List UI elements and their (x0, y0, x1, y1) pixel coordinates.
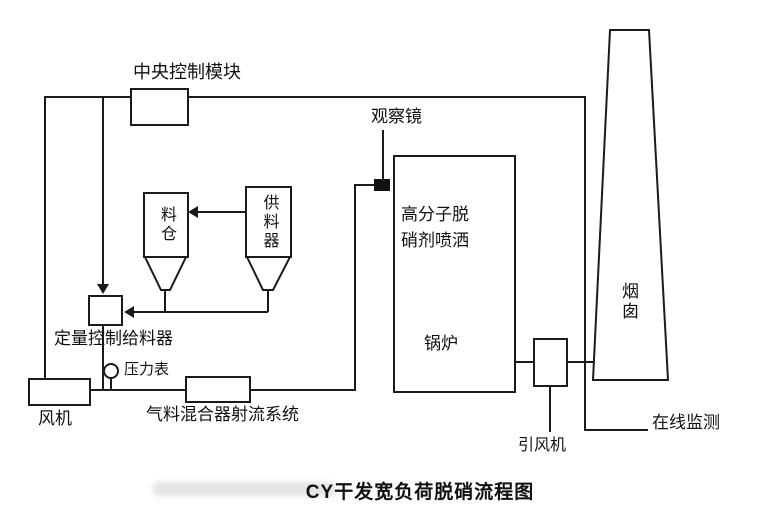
central-control-label: 中央控制模块 (133, 62, 241, 82)
control-to-monitor-line (187, 96, 648, 431)
induced-fan-box (533, 338, 568, 387)
watermark-smudge (152, 482, 337, 496)
observation-mirror-label: 观察镜 (371, 107, 422, 126)
mixer-box (185, 376, 251, 403)
mixer-to-boiler-line (251, 184, 374, 391)
supply-feeder-funnel (245, 256, 292, 291)
silo-funnel (143, 256, 188, 291)
pressure-gauge-dial (103, 363, 119, 379)
boiler-box (393, 155, 516, 393)
arrow-left-quantfeeder (124, 306, 134, 318)
control-to-fan-line (44, 96, 130, 378)
chimney-shape (591, 29, 670, 381)
online-monitoring-label: 在线监测 (652, 413, 720, 432)
arrow-down-quantfeeder (97, 284, 109, 294)
supply-feeder-box: 供料器 (245, 186, 292, 258)
diagram-title: CY干发宽负荷脱硝流程图 (305, 482, 535, 503)
fan-box (28, 378, 91, 406)
boiler-label: 锅炉 (424, 334, 458, 353)
polymer-spray-label: 高分子脱硝剂喷洒 (401, 205, 469, 250)
central-control-box (130, 88, 189, 126)
silo-box: 料仓 (143, 192, 189, 258)
supply-feeder-label: 供料器 (260, 193, 278, 251)
quantitative-feeder-label: 定量控制给料器 (54, 329, 173, 348)
silo-label: 料仓 (158, 206, 175, 244)
arrow-left-silo (188, 206, 198, 218)
pressure-gauge-label: 压力表 (124, 361, 170, 378)
quantitative-feeder-box (88, 295, 123, 326)
mixer-jet-system-label: 气料混合器射流系统 (146, 405, 299, 424)
chimney-label: 烟囱 (619, 282, 638, 322)
injection-port (374, 179, 390, 191)
induced-fan-label: 引风机 (518, 437, 567, 454)
fan-label: 风机 (38, 409, 72, 428)
